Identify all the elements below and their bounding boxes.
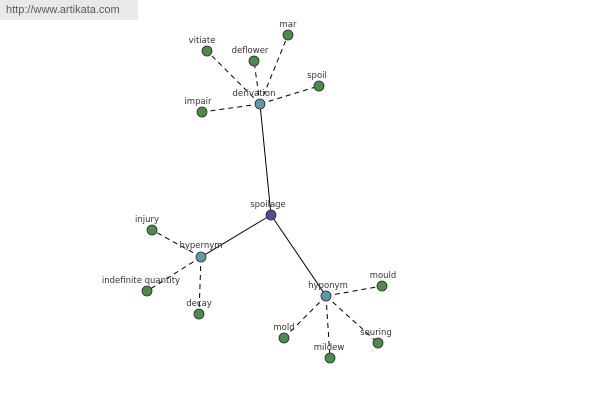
leaf-node-vitiate [201, 45, 213, 57]
edge-derivation-to-deflower [253, 60, 261, 105]
graph-edges [146, 34, 383, 359]
edge-derivation-to-mar [259, 34, 289, 105]
leaf-node-mar [282, 29, 294, 41]
edge-derivation-to-impair [201, 103, 261, 113]
leaf-node-impair [196, 106, 208, 118]
leaf-label-indefinite-quantity: indefinite quantity [102, 276, 180, 286]
leaf-label-mildew: mildew [314, 343, 345, 353]
leaf-label-deflower: deflower [232, 46, 269, 56]
graph-labels: spoilage derivation vitiate deflower mar spoi… [102, 20, 396, 353]
root-label: spoilage [250, 200, 286, 210]
leaf-node-spoil [313, 80, 325, 92]
site-url-watermark: http://www.artikata.com [0, 0, 138, 20]
branch-label-hypernym: hypernym [179, 241, 222, 251]
branch-label-derivation: derivation [232, 89, 275, 99]
leaf-label-mar: mar [280, 20, 297, 30]
leaf-node-mold [278, 332, 290, 344]
leaf-node-injury [146, 224, 158, 236]
leaf-label-vitiate: vitiate [189, 36, 216, 46]
edge-hyponym-to-mould [325, 285, 383, 297]
leaf-node-deflower [248, 55, 260, 67]
edge-root-to-derivation [259, 103, 272, 216]
branch-label-hyponym: hyponym [308, 281, 348, 291]
leaf-label-mold: mold [273, 323, 294, 333]
root-node-spoilage [265, 209, 277, 221]
leaf-node-mould [376, 280, 388, 292]
branch-node-hypernym [195, 251, 207, 263]
edge-derivation-to-spoil [259, 85, 320, 105]
edge-derivation-to-vitiate [206, 50, 261, 105]
branch-node-derivation [254, 98, 266, 110]
edge-hypernym-to-indefinite-quantity [146, 256, 202, 292]
branch-node-hyponym [320, 290, 332, 302]
leaf-label-souring: souring [360, 328, 392, 338]
leaf-label-spoil: spoil [307, 71, 327, 81]
graph-nodes [141, 29, 388, 364]
leaf-label-impair: impair [184, 97, 212, 107]
edge-root-to-hyponym [270, 214, 327, 297]
leaf-node-mildew [324, 352, 336, 364]
leaf-node-decay [193, 308, 205, 320]
edge-hyponym-to-mildew [325, 295, 331, 359]
leaf-label-injury: injury [135, 215, 159, 225]
leaf-node-indefinite-quantity [141, 285, 153, 297]
leaf-node-souring [372, 337, 384, 349]
leaf-label-decay: decay [186, 299, 212, 309]
edge-hypernym-to-decay [198, 256, 202, 315]
edge-root-to-hypernym [200, 214, 272, 258]
edge-hypernym-to-injury [151, 229, 202, 258]
edge-hyponym-to-mold [283, 295, 327, 339]
leaf-label-mould: mould [370, 271, 397, 281]
edge-hyponym-to-souring [325, 295, 379, 344]
